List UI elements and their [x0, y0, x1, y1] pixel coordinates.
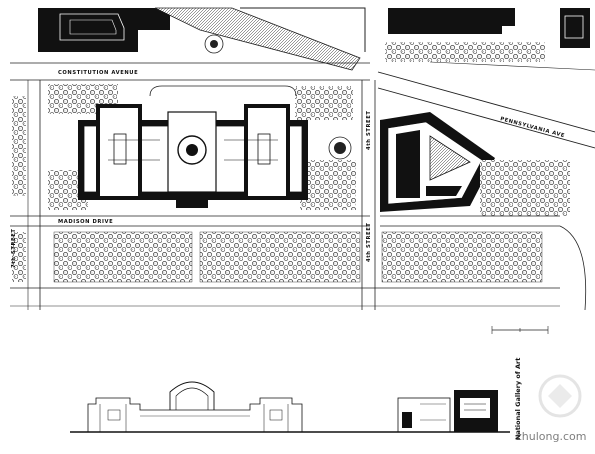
top-small-plaza	[204, 34, 224, 54]
west-building	[78, 104, 308, 208]
top-left-building	[38, 8, 170, 52]
fourth-street-north-label: 4th STREET	[366, 111, 372, 150]
seventh-street-label: 7th STREET	[11, 229, 17, 268]
pennsylvania-avenue-road	[377, 61, 595, 149]
mall-tree-panels	[12, 231, 543, 283]
watermark-text: zhulong.com	[516, 430, 586, 443]
fountain	[328, 136, 352, 160]
constitution-avenue-label: CONSTITUTION AVENUE	[58, 70, 138, 76]
watermark-logo-icon	[538, 374, 582, 418]
right-curve-road	[559, 225, 587, 311]
jefferson-drive-road	[10, 287, 560, 307]
madison-drive-label: MADISON DRIVE	[58, 219, 113, 225]
drawing-caption: National Gallery of Art	[514, 358, 522, 440]
constitution-avenue-road	[10, 62, 370, 81]
scale-bar	[491, 326, 549, 334]
section-elevation	[70, 381, 510, 433]
pennsylvania-avenue-label: PENNSYLVANIA AVE	[499, 116, 565, 139]
avenue-band	[154, 7, 361, 71]
watermark: zhulong.com	[516, 374, 586, 443]
top-right-building	[388, 8, 590, 48]
rotunda	[177, 135, 207, 165]
gallery-drive	[149, 85, 297, 97]
east-grounds-trees	[480, 160, 570, 216]
madison-drive-road	[10, 215, 560, 227]
east-building	[380, 112, 495, 212]
gallery-grounds-trees	[12, 84, 356, 210]
vertical-streets	[27, 80, 376, 310]
fourth-street-label: 4th STREET	[366, 223, 372, 262]
top-right-trees	[385, 42, 545, 62]
